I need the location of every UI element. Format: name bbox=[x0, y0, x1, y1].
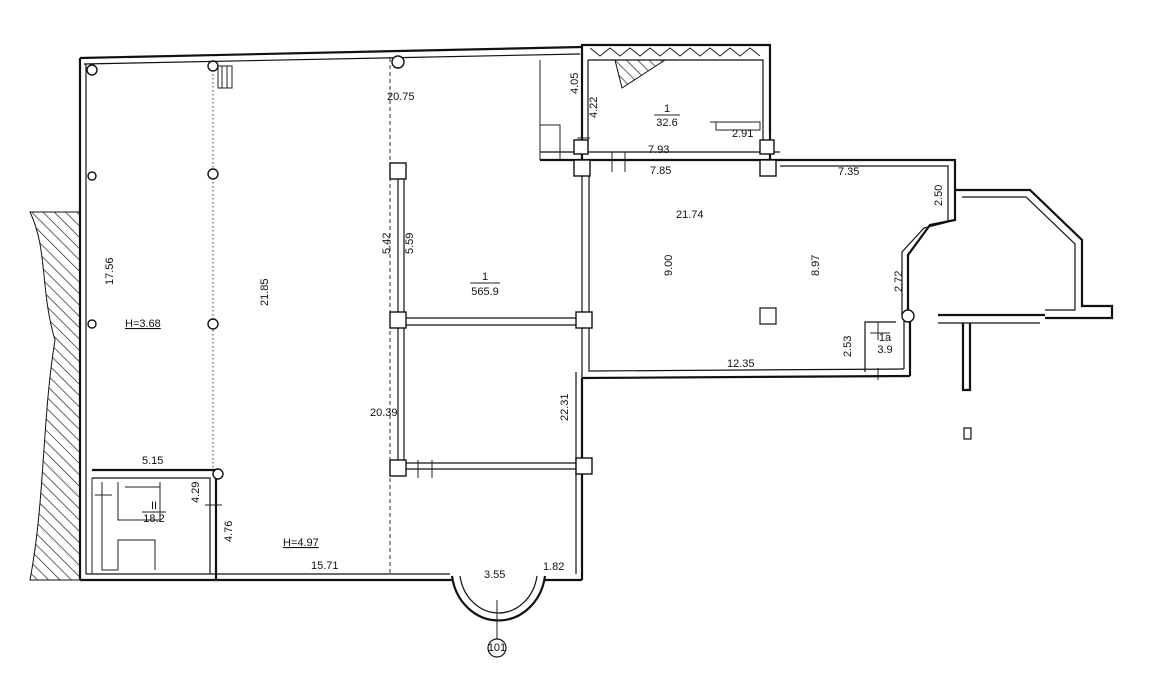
height-labels: H=3.68 H=4.97 bbox=[125, 318, 319, 549]
bay-window bbox=[450, 575, 547, 622]
dim-12-35: 12.35 bbox=[727, 358, 755, 370]
dim-7-85: 7.85 bbox=[650, 165, 671, 177]
outer-walls bbox=[78, 45, 1114, 582]
dim-9-00: 9.00 bbox=[663, 255, 675, 276]
room-top-label: 1 32.6 bbox=[654, 103, 680, 129]
dim-17-56: 17.56 bbox=[104, 257, 116, 285]
room-small-number: 1a bbox=[879, 332, 892, 344]
dim-5-42: 5.42 bbox=[381, 233, 393, 254]
room-stair-number: II bbox=[151, 500, 157, 512]
dim-20-39: 20.39 bbox=[370, 407, 398, 419]
section-marker: 101 bbox=[487, 600, 507, 658]
dim-2-72: 2.72 bbox=[893, 271, 905, 292]
room-small-area: 3.9 bbox=[877, 344, 892, 356]
dim-20-75: 20.75 bbox=[387, 91, 415, 103]
dim-22-31: 22.31 bbox=[559, 393, 571, 421]
dim-4-29: 4.29 bbox=[190, 482, 202, 503]
dim-2-50: 2.50 bbox=[933, 185, 945, 206]
dimensions: 20.75 4.05 4.22 2.91 7.93 7.85 7.35 2.50… bbox=[104, 73, 945, 581]
room-labels: 1 565.9 1 32.6 II 18.2 1a 3.9 bbox=[142, 103, 893, 525]
dim-21-74: 21.74 bbox=[676, 209, 704, 221]
room-main-number: 1 bbox=[482, 271, 488, 283]
dim-3-55: 3.55 bbox=[484, 569, 505, 581]
dim-15-71: 15.71 bbox=[311, 560, 339, 572]
room-stair-label: II 18.2 bbox=[142, 500, 166, 525]
dim-8-97: 8.97 bbox=[810, 255, 822, 276]
room-main-label: 1 565.9 bbox=[470, 271, 500, 298]
dim-21-85: 21.85 bbox=[259, 278, 271, 306]
height-label-bottom: H=4.97 bbox=[283, 537, 319, 549]
height-label-left: H=3.68 bbox=[125, 318, 161, 330]
dim-1-82: 1.82 bbox=[543, 561, 564, 573]
dim-5-59: 5.59 bbox=[404, 233, 416, 254]
dim-2-91: 2.91 bbox=[732, 128, 753, 140]
room-top-number: 1 bbox=[664, 103, 670, 115]
room-main-area: 565.9 bbox=[471, 286, 499, 298]
columns bbox=[86, 55, 915, 480]
marker-label: 101 bbox=[488, 642, 506, 654]
dim-7-35: 7.35 bbox=[838, 166, 859, 178]
dim-2-53: 2.53 bbox=[842, 336, 854, 357]
room-small-label: 1a 3.9 bbox=[877, 332, 892, 356]
dim-4-05: 4.05 bbox=[569, 73, 581, 94]
dim-7-93: 7.93 bbox=[648, 144, 669, 156]
hatched-ground bbox=[29, 211, 81, 581]
room-top-area: 32.6 bbox=[656, 117, 677, 129]
room-stair-area: 18.2 bbox=[143, 513, 164, 525]
dim-4-76: 4.76 bbox=[223, 521, 235, 542]
dim-4-22: 4.22 bbox=[588, 97, 600, 118]
dim-5-15: 5.15 bbox=[142, 455, 163, 467]
